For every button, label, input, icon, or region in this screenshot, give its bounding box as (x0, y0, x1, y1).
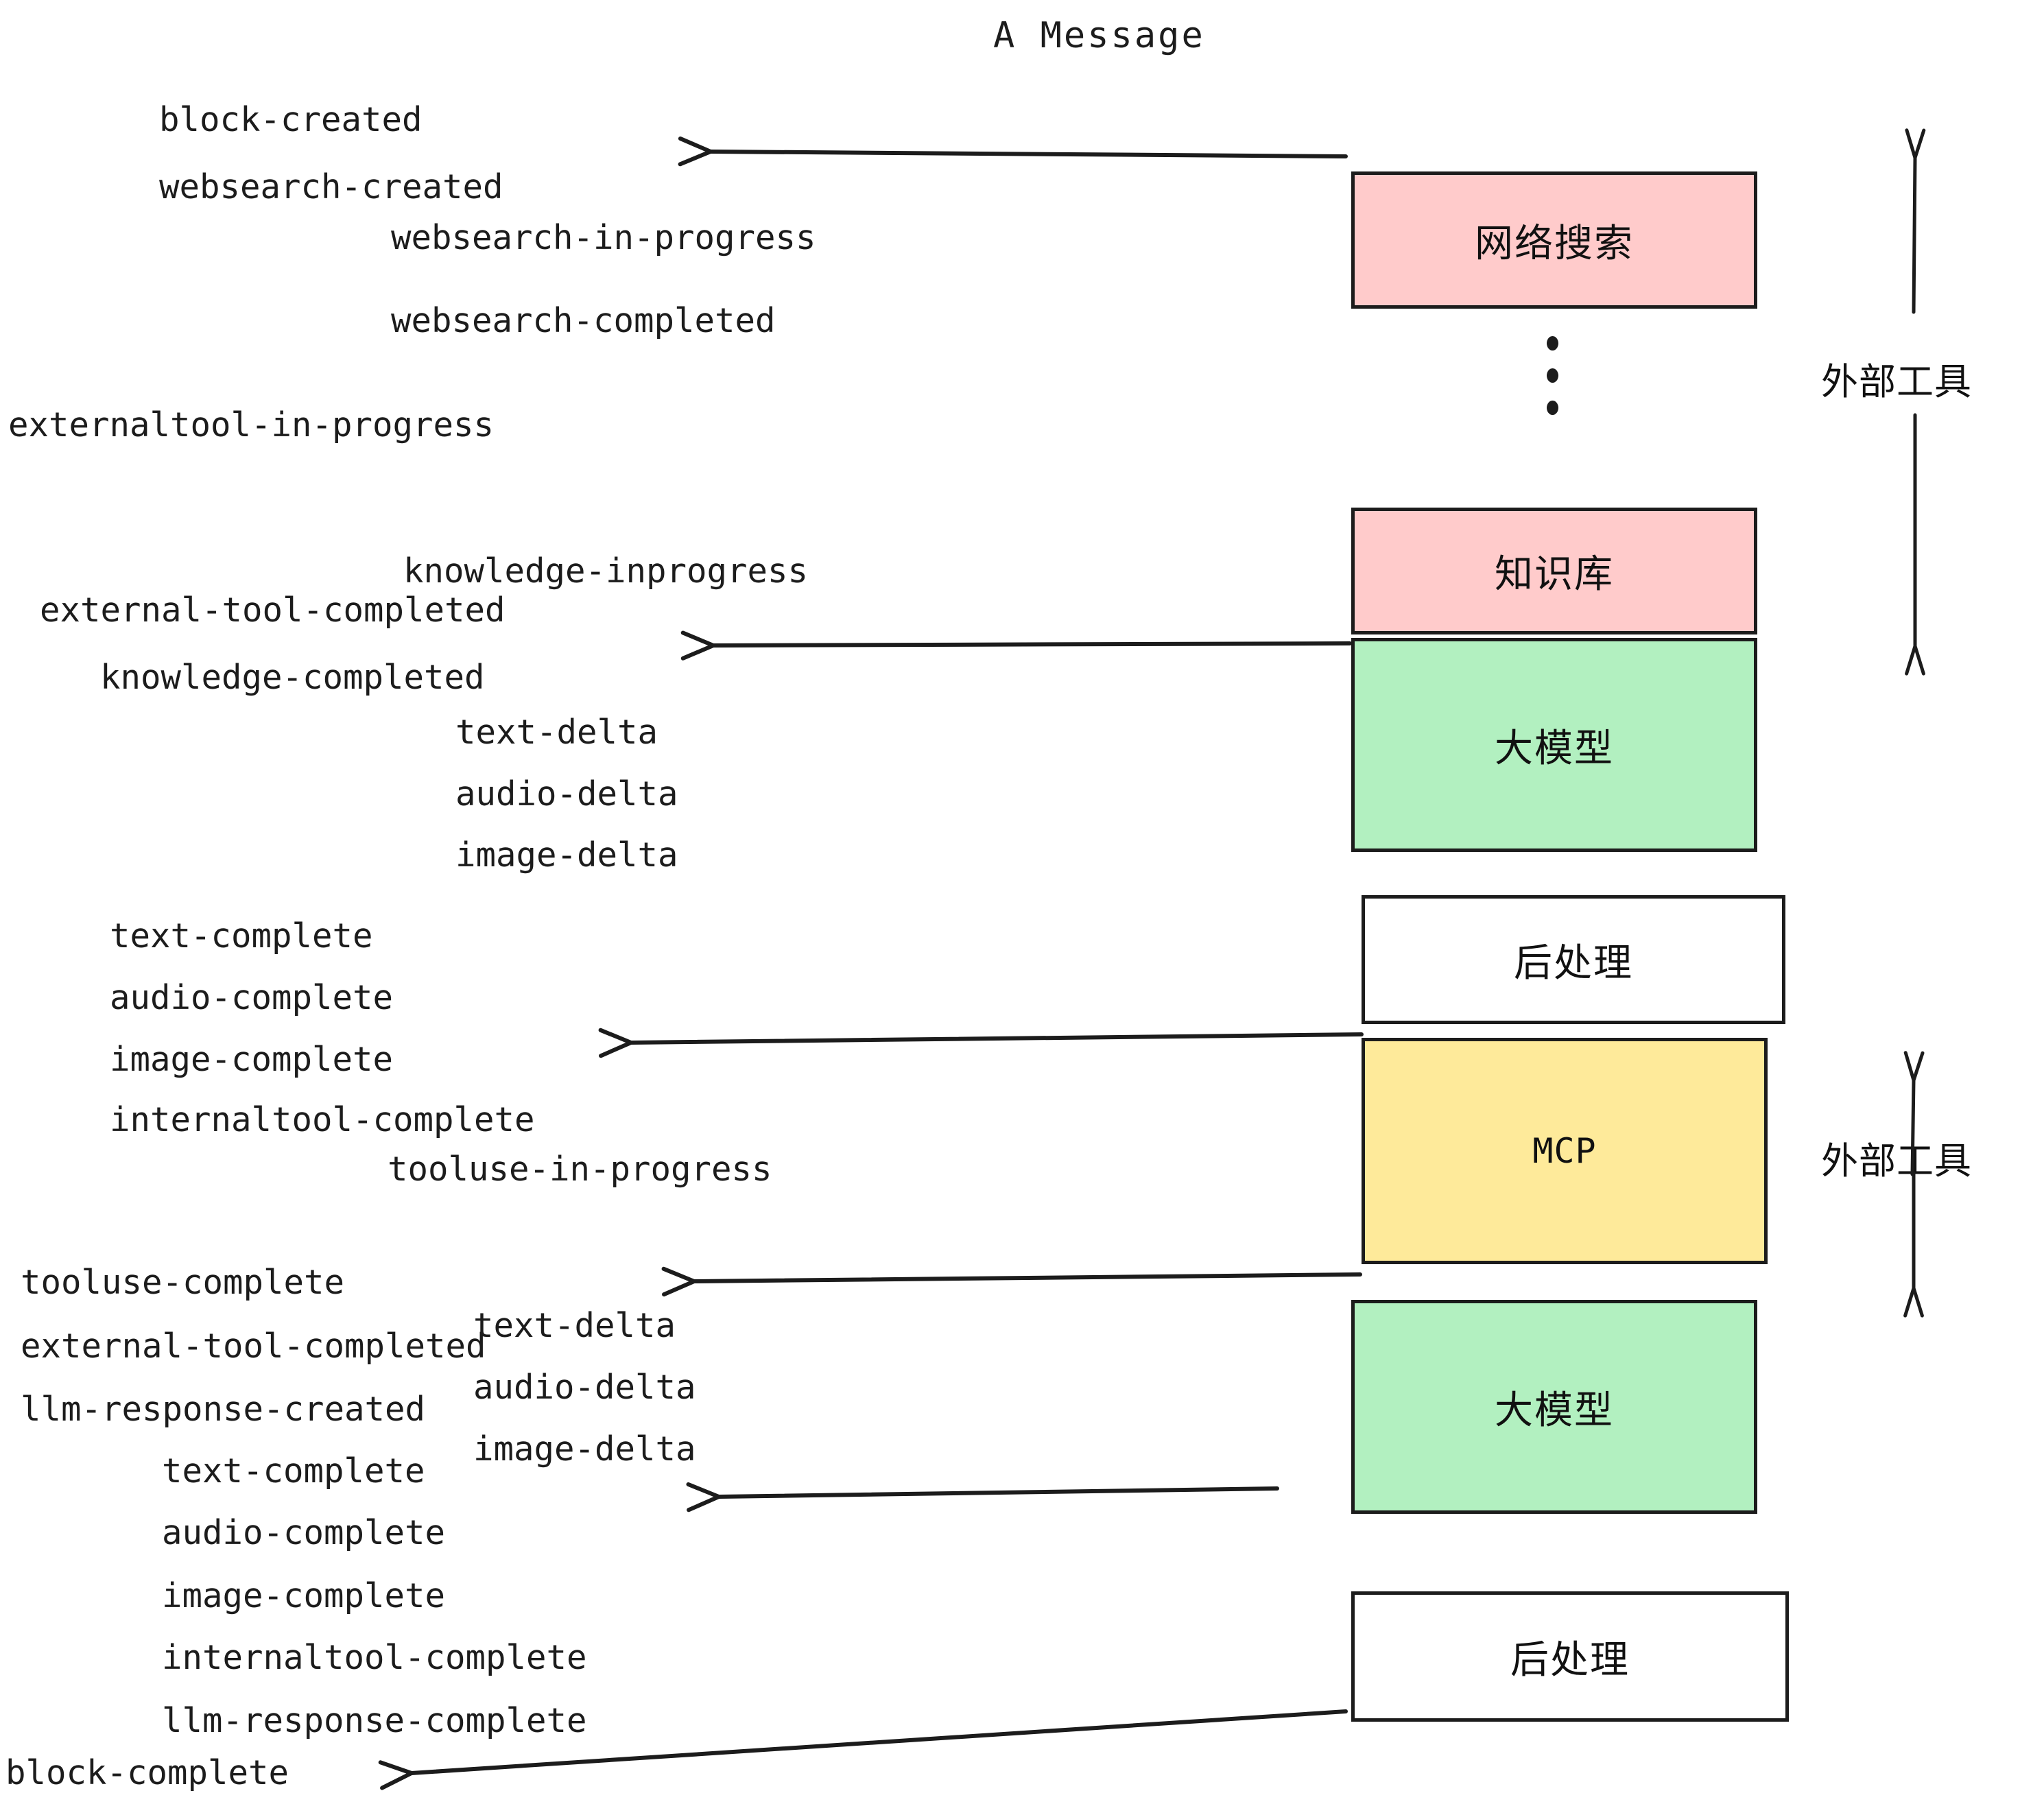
node-websearch[interactable]: 网络搜索 (1351, 171, 1757, 309)
event-label-tooluse-complete: tooluse-complete (21, 1263, 345, 1302)
group-arrow-ext-tool-arrow-up-top (1905, 128, 1926, 314)
event-label-external-tool-completed-2: external-tool-completed (21, 1327, 486, 1366)
event-label-block-complete: block-complete (5, 1753, 289, 1792)
node-postproc-2[interactable]: 后处理 (1351, 1591, 1789, 1722)
node-label: 后处理 (1514, 940, 1633, 986)
event-label-knowledge-completed: knowledge-completed (100, 658, 485, 697)
node-llm-2[interactable]: 大模型 (1351, 1300, 1757, 1514)
event-label-audio-delta-1: audio-delta (455, 774, 678, 814)
event-label-llm-response-complete: llm-response-complete (162, 1701, 587, 1740)
arrow-arrow-mcp-to-left (661, 1266, 1362, 1297)
event-label-internaltool-complete-2: internaltool-complete (162, 1638, 587, 1677)
event-label-image-delta-1: image-delta (455, 835, 678, 875)
event-label-knowledge-inprogress: knowledge-inprogress (403, 551, 809, 591)
event-label-llm-response-created: llm-response-created (21, 1390, 426, 1429)
event-label-audio-complete-1: audio-complete (110, 978, 394, 1017)
arrow-arrow-llm2-to-left (686, 1482, 1279, 1512)
event-label-text-complete-2: text-complete (162, 1451, 425, 1491)
node-label: 网络搜索 (1475, 221, 1634, 266)
node-llm-1[interactable]: 大模型 (1351, 638, 1757, 852)
arrow-arrow-websearch-to-left (678, 137, 1348, 167)
page-title: A Message (993, 15, 1205, 56)
event-label-external-tool-completed: external-tool-completed (40, 591, 506, 630)
event-label-image-delta-2: image-delta (473, 1429, 696, 1469)
group-label-external-tools-bottom: 外部工具 (1821, 1139, 1972, 1183)
event-label-audio-complete-2: audio-complete (162, 1513, 446, 1552)
node-label: 后处理 (1510, 1637, 1630, 1683)
node-knowledge[interactable]: 知识库 (1351, 508, 1757, 634)
group-arrow-ext-tool-arrow-down-top (1905, 413, 1925, 676)
event-label-websearch-completed: websearch-completed (391, 301, 776, 340)
event-label-tooluse-in-progress: tooluse-in-progress (388, 1150, 772, 1189)
node-label: 大模型 (1495, 726, 1614, 771)
event-label-image-complete-2: image-complete (162, 1576, 446, 1615)
event-label-websearch-created: websearch-created (159, 167, 503, 206)
event-label-audio-delta-2: audio-delta (473, 1368, 696, 1407)
arrow-arrow-postproc1-to-left (598, 1028, 1364, 1058)
event-label-text-complete-1: text-complete (110, 916, 373, 956)
group-label-external-tools-top: 外部工具 (1821, 360, 1972, 403)
node-label: 知识库 (1495, 552, 1614, 597)
event-label-websearch-in-progress: websearch-in-progress (391, 218, 816, 257)
event-label-text-delta-1: text-delta (455, 713, 658, 752)
vertical-ellipsis-icon (1547, 336, 1558, 415)
event-label-text-delta-2: text-delta (473, 1306, 676, 1345)
node-mcp[interactable]: MCP (1362, 1038, 1768, 1264)
event-label-externaltool-in-progress: externaltool-in-progress (8, 405, 495, 444)
node-label: MCP (1532, 1131, 1597, 1171)
node-postproc-1[interactable]: 后处理 (1362, 895, 1785, 1024)
event-label-internaltool-complete-1: internaltool-complete (110, 1100, 535, 1139)
arrow-arrow-knowledge-to-left (680, 630, 1352, 661)
event-label-image-complete-1: image-complete (110, 1040, 394, 1079)
node-label: 大模型 (1495, 1388, 1614, 1433)
event-label-block-created: block-created (159, 100, 423, 139)
group-arrow-ext-tool-arrow-down-bot (1903, 1171, 1924, 1318)
